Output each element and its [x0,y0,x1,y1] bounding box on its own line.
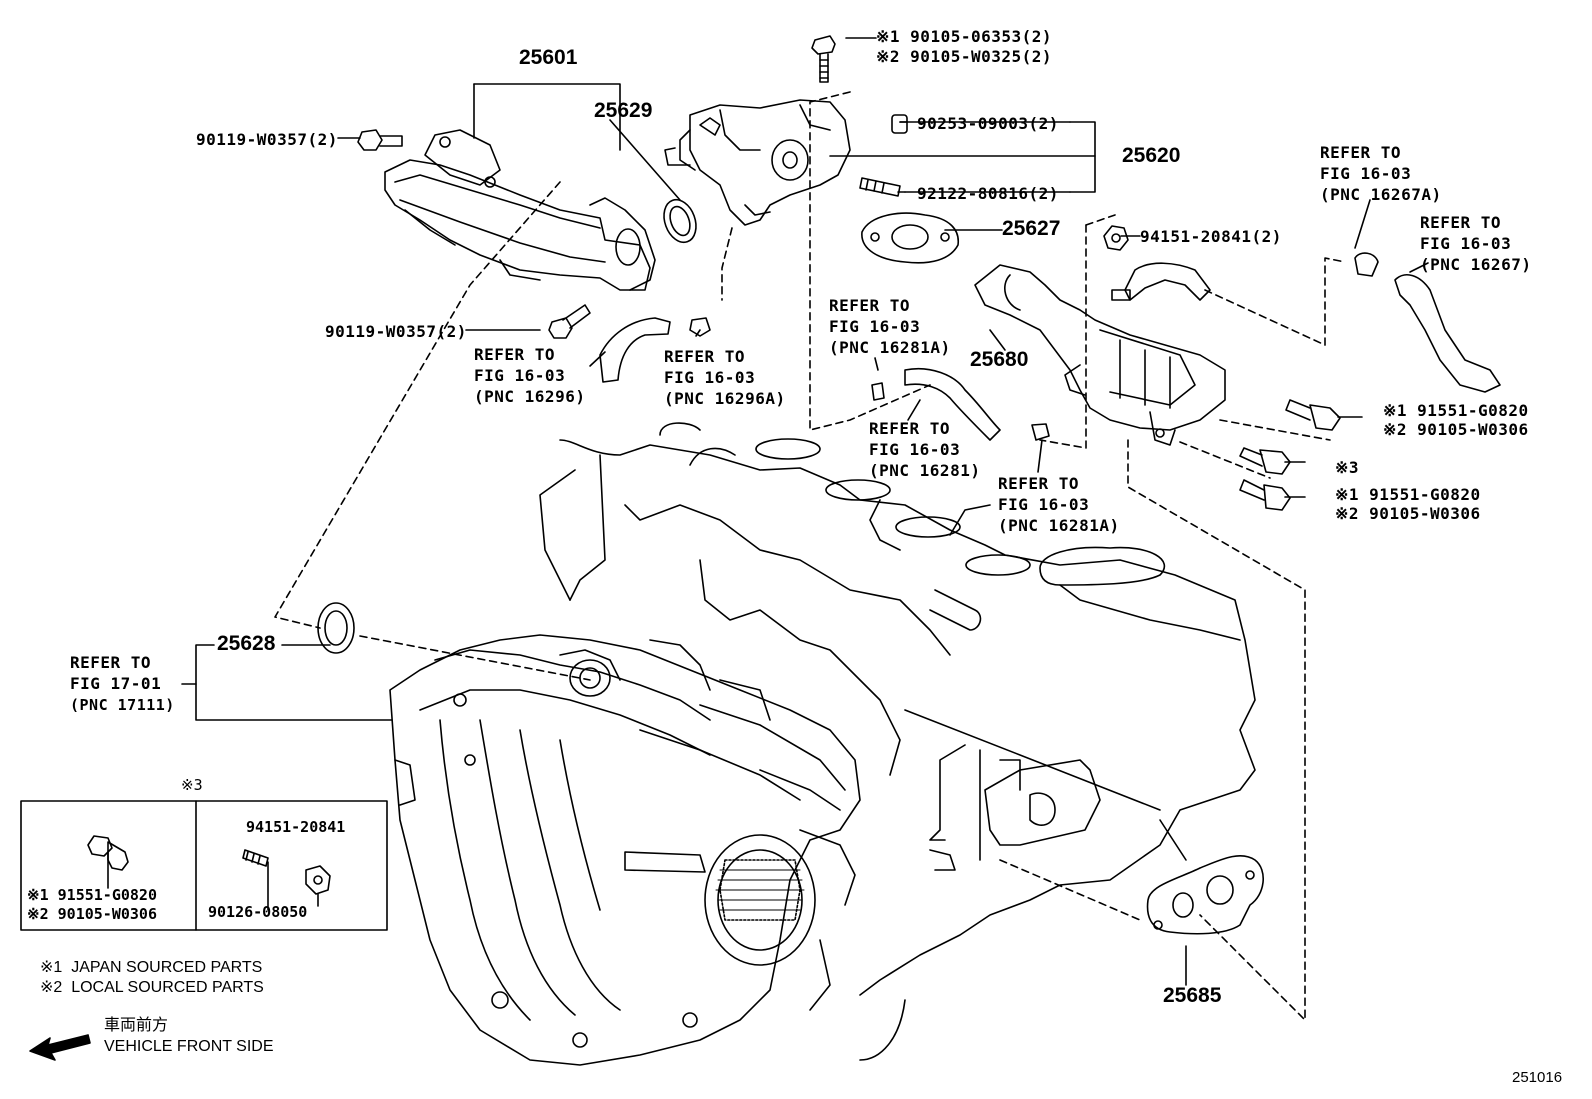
stud-label: 92122-80816(2) [917,184,1059,203]
vehicle-front-en: VEHICLE FRONT SIDE [104,1038,274,1055]
nut-label: 94151-20841(2) [1140,227,1282,246]
bolt-label-top-1: ※1 90105-06353(2) [876,27,1053,46]
inset-right-bottom: 90126-08050 [208,903,308,921]
legend-japan-sourced: ※1 JAPAN SOURCED PARTS [40,959,263,976]
vehicle-front-arrow-icon [29,1034,91,1061]
part-number-25627: 25627 [1002,217,1061,240]
part-number-25620: 25620 [1122,144,1181,167]
right-bolt-a2-label: ※2 90105-W0306 [1383,420,1529,439]
refer-16267: REFER TO FIG 16-03 (PNC 16267) [1420,213,1532,274]
part-number-25628: 25628 [217,632,276,655]
inset-right-top: 94151-20841 [246,818,346,836]
inset-box [20,800,388,931]
inset-left-1: ※1 91551-G0820 [27,886,157,904]
inset-left-2: ※2 90105-W0306 [27,905,157,923]
legend-local-sourced: ※2 LOCAL SOURCED PARTS [40,979,264,996]
refer-16281a-top: REFER TO FIG 16-03 (PNC 16281A) [829,296,951,357]
refer-16267a: REFER TO FIG 16-03 (PNC 16267A) [1320,143,1442,204]
right-bolt-c2-label: ※2 90105-W0306 [1335,504,1481,523]
clips [689,252,1379,441]
left-bolts [357,129,591,339]
figure-id: 251016 [1512,1069,1563,1086]
gasket-25685 [1146,855,1264,935]
inset-title: ※3 [181,776,203,794]
refer-16281: REFER TO FIG 16-03 (PNC 16281) [869,419,981,480]
left-bolt-lower-label: 90119-W0357(2) [325,322,467,341]
bolt-label-top-2: ※2 90105-W0325(2) [876,47,1053,66]
stud-92122 [859,177,901,197]
egr-cooler-25680 [974,262,1226,446]
refer-17111: REFER TO FIG 17-01 (PNC 17111) [70,653,175,714]
egr-pipe-25601 [384,129,656,291]
pin-90253 [891,114,908,134]
part-number-25601: 25601 [519,46,578,69]
hoses [599,274,1501,441]
right-bolt-a1-label: ※1 91551-G0820 [1383,401,1529,420]
right-bolt-c1-label: ※1 91551-G0820 [1335,485,1481,504]
leader-lines [181,37,1429,986]
refer-16281a-bottom: REFER TO FIG 16-03 (PNC 16281A) [998,474,1120,535]
refer-16296: REFER TO FIG 16-03 (PNC 16296) [474,345,586,406]
part-number-25629: 25629 [594,99,653,122]
right-bolts [1239,399,1341,511]
gasket-25627 [861,212,959,264]
dashed-assembly-lines [274,91,1346,1021]
part-number-25685: 25685 [1163,984,1222,1007]
pin-label: 90253-09003(2) [917,114,1059,133]
left-bolt-upper-label: 90119-W0357(2) [196,130,338,149]
gasket-25628 [317,602,355,654]
egr-valve-25620 [664,99,851,226]
nut-94151 [1103,225,1129,251]
right-bolt-b-label: ※3 [1335,458,1360,477]
refer-16296a: REFER TO FIG 16-03 (PNC 16296A) [664,347,786,408]
flange-bolt-top [811,35,836,83]
vehicle-front-jp: 車両前方 [104,1017,169,1034]
gasket-25629 [663,198,697,244]
engine-block [539,422,1256,1061]
intake-manifold [389,634,861,1066]
part-number-25680: 25680 [970,348,1029,371]
